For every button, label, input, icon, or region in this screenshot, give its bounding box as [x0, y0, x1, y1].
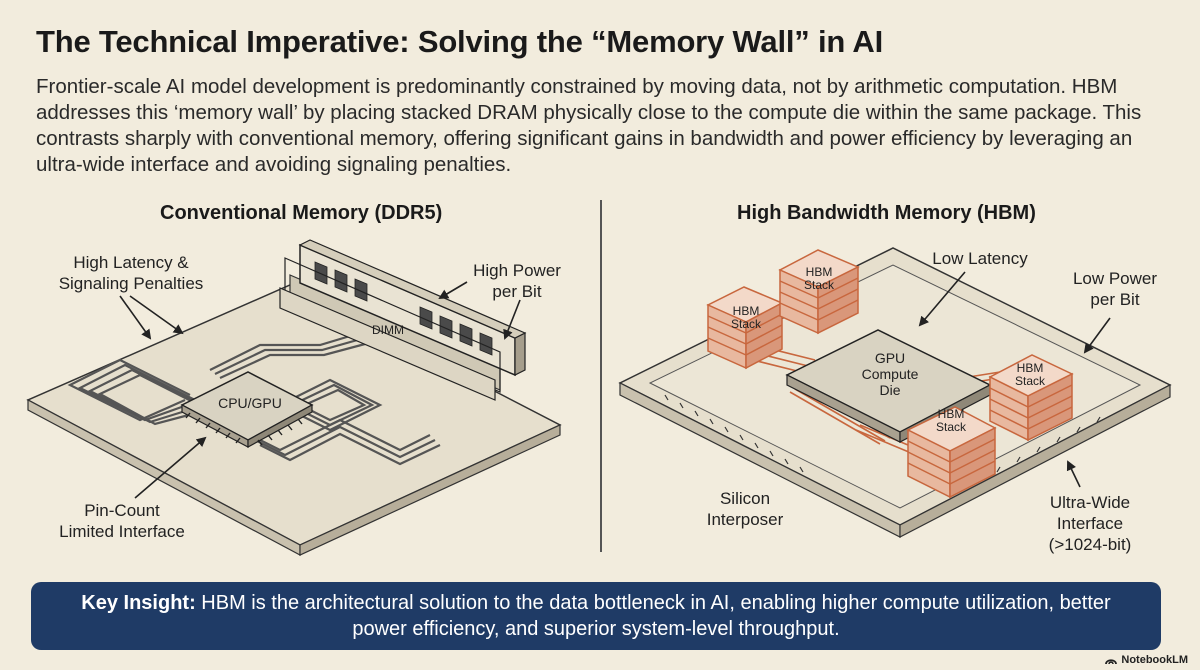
- hbm-stacks: [706, 249, 1074, 499]
- ddr-panel-title: Conventional Memory (DDR5): [160, 202, 443, 224]
- notebooklm-logo-icon: [1105, 658, 1118, 664]
- hbm-stack-front: [906, 406, 997, 499]
- page-title: The Technical Imperative: Solving the “M…: [36, 24, 884, 59]
- hbm-stack-left: [706, 286, 784, 370]
- intro-paragraph: Frontier-scale AI model development is p…: [36, 75, 1142, 176]
- ddr-latency-label: High Latency & Signaling Penalties: [58, 253, 204, 293]
- hbm-stack-right: [988, 354, 1074, 442]
- cpu-chip: [180, 371, 314, 449]
- notebooklm-brand: NotebookLM: [1105, 654, 1188, 666]
- dimm-label: DIMM: [372, 323, 404, 337]
- ddr-traces: [67, 328, 441, 466]
- ddr-power-label: High Power per Bit: [473, 261, 561, 301]
- ddr-pin-label: Pin-Count Limited Interface: [59, 501, 185, 541]
- panel-divider: [600, 200, 602, 552]
- key-insight-banner: Key Insight: HBM is the architectural so…: [31, 582, 1161, 650]
- dimm-modules: [279, 239, 527, 401]
- cpu-gpu-label: CPU/GPU: [218, 395, 282, 411]
- gpu-die-label: GPU Compute Die: [861, 350, 919, 398]
- hbm-edge-pins: [664, 394, 1101, 493]
- hbm-stack-top: [778, 249, 860, 335]
- hbm-panel-title: High Bandwidth Memory (HBM): [737, 202, 1036, 224]
- silicon-interposer-label: Silicon Interposer: [706, 489, 784, 529]
- hbm-power-label: Low Power per Bit: [1072, 269, 1158, 309]
- ddr-arrows: [119, 281, 521, 499]
- key-insight-text: HBM is the architectural solution to the…: [195, 592, 1111, 640]
- hbm-latency-label: Low Latency: [932, 249, 1028, 268]
- ultra-wide-interface-label: Ultra-Wide Interface (>1024-bit): [1048, 493, 1132, 554]
- key-insight-lead: Key Insight:: [81, 592, 196, 614]
- hbm-arrows: [918, 271, 1111, 488]
